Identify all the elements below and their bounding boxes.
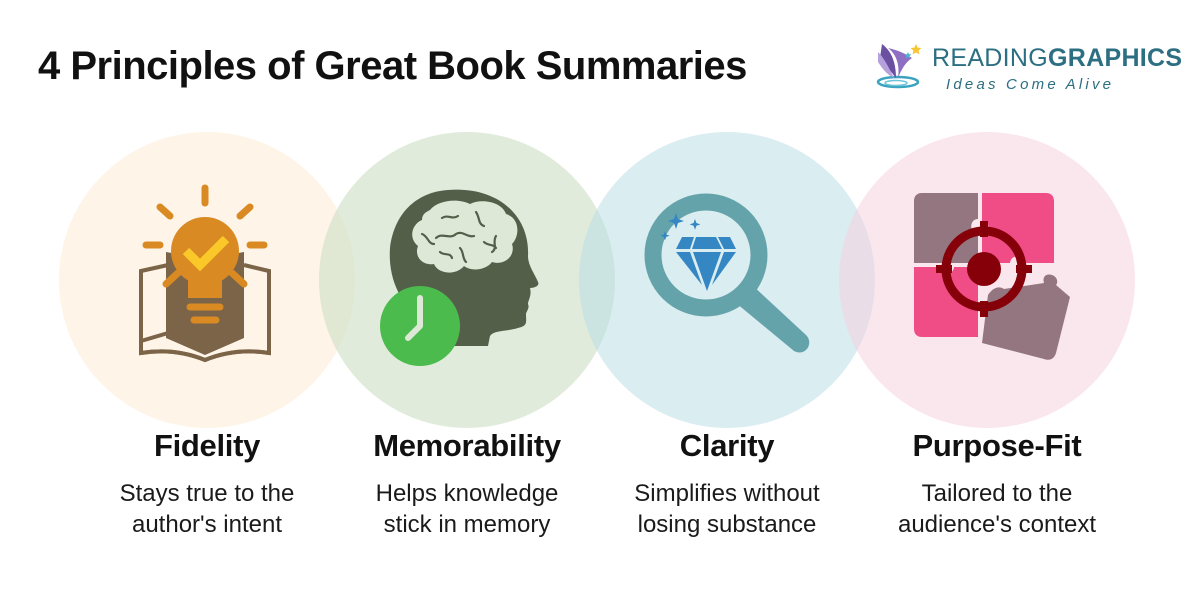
principle-description: Stays true to the author's intent	[119, 480, 295, 538]
page-title: 4 Principles of Great Book Summaries	[38, 44, 747, 88]
lightbulb-check-book-icon	[139, 184, 271, 363]
clarity-circle	[579, 132, 875, 428]
magnifier-diamond-icon	[644, 193, 810, 353]
principle-description: Helps knowledge stick in memory	[375, 480, 559, 538]
principle-description: Tailored to the audience's context	[897, 480, 1097, 538]
logo-wordmark: READINGGRAPHICS	[932, 44, 1183, 72]
book-stars-logo-icon	[876, 44, 922, 89]
brain-head-clock-icon	[380, 189, 539, 366]
readinggraphics-logo: READINGGRAPHICS Ideas Come Alive	[872, 38, 1182, 98]
principle-title: Purpose-Fit	[912, 428, 1082, 463]
principle-fidelity: Fidelity Stays true to the author's inte…	[77, 428, 337, 540]
principle-memorability: Memorability Helps knowledge stick in me…	[337, 428, 597, 540]
logo-tagline: Ideas Come Alive	[946, 76, 1115, 93]
principle-title: Clarity	[679, 428, 775, 463]
principle-title: Memorability	[373, 428, 561, 463]
principle-purpose-fit: Purpose-Fit Tailored to the audience's c…	[867, 428, 1127, 540]
principle-description: Simplifies without losing substance	[634, 480, 820, 538]
puzzle-target-icon	[914, 193, 1070, 360]
principle-clarity: Clarity Simplifies without losing substa…	[597, 428, 857, 540]
principle-title: Fidelity	[153, 428, 261, 463]
